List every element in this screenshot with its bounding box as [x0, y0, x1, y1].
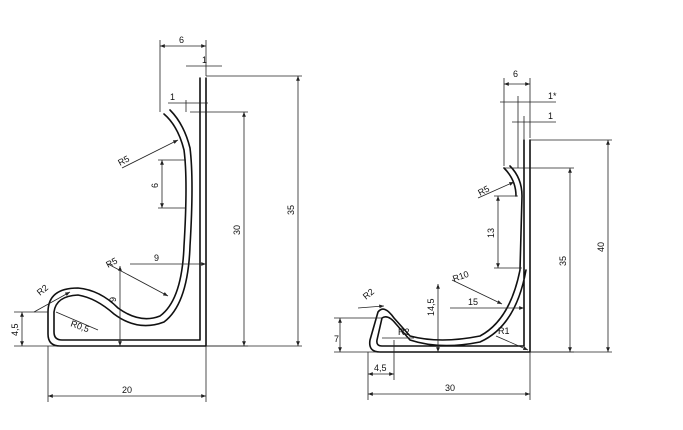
right-label-vertical-thirteen: 13 [486, 228, 496, 238]
right-label-hook-width: 4,5 [374, 363, 387, 373]
left-leader-r2 [33, 291, 71, 313]
right-label-r2-inner: R2 [398, 327, 410, 337]
right-leader-r5 [477, 181, 515, 199]
right-label-r2-hook: R2 [361, 286, 376, 301]
right-label-overall-width: 30 [445, 383, 455, 393]
right-label-height-fourteen-five: 14,5 [426, 298, 436, 316]
left-leader-r5-lower [107, 263, 169, 297]
right-label-top-width: 6 [513, 69, 518, 79]
left-leader-r05 [55, 311, 99, 331]
left-label-r5-lower: R5 [104, 256, 119, 270]
right-label-r5: R5 [476, 184, 491, 198]
right-profile-inner-top [503, 167, 517, 197]
left-label-r2: R2 [35, 282, 50, 297]
left-label-overall-height: 35 [286, 205, 296, 215]
left-label-horizontal-nine: 9 [154, 253, 159, 263]
right-label-r1: R1 [498, 326, 510, 336]
right-label-thickness: 1 [548, 111, 553, 121]
right-label-r10: R10 [451, 269, 470, 284]
left-label-inner-height: 30 [232, 225, 242, 235]
right-label-inner-height: 35 [558, 256, 568, 266]
left-label-overall-width: 20 [122, 385, 132, 395]
left-label-hook-height: 4,5 [10, 323, 20, 336]
left-profile: 6 1 1 R5 6 30 35 R5 9 9 [10, 35, 302, 402]
right-label-thickness-starred: 1* [548, 91, 557, 101]
right-leader-r10 [451, 279, 503, 305]
left-leader-r5-upper [121, 139, 179, 169]
left-label-vertical-six: 6 [150, 183, 160, 188]
right-profile: 6 1* 1 R5 13 35 40 R10 15 [334, 69, 612, 400]
right-label-hook-height: 7 [334, 334, 339, 344]
left-label-r5-upper: R5 [116, 154, 131, 168]
left-label-r05: R0,5 [69, 318, 90, 334]
left-label-top-width: 6 [179, 35, 184, 45]
right-leader-r2-hook [357, 304, 385, 309]
left-label-thickness-mid: 1 [170, 92, 175, 102]
left-profile-outer [47, 77, 207, 347]
right-label-horizontal-fifteen: 15 [468, 297, 478, 307]
right-profile-inner [376, 139, 527, 347]
left-label-vertical-nine: 9 [108, 297, 118, 302]
left-label-thickness-top: 1 [202, 55, 207, 65]
right-label-overall-height: 40 [596, 242, 606, 252]
right-leader-r1 [495, 335, 529, 351]
left-profile-inner [53, 77, 201, 341]
